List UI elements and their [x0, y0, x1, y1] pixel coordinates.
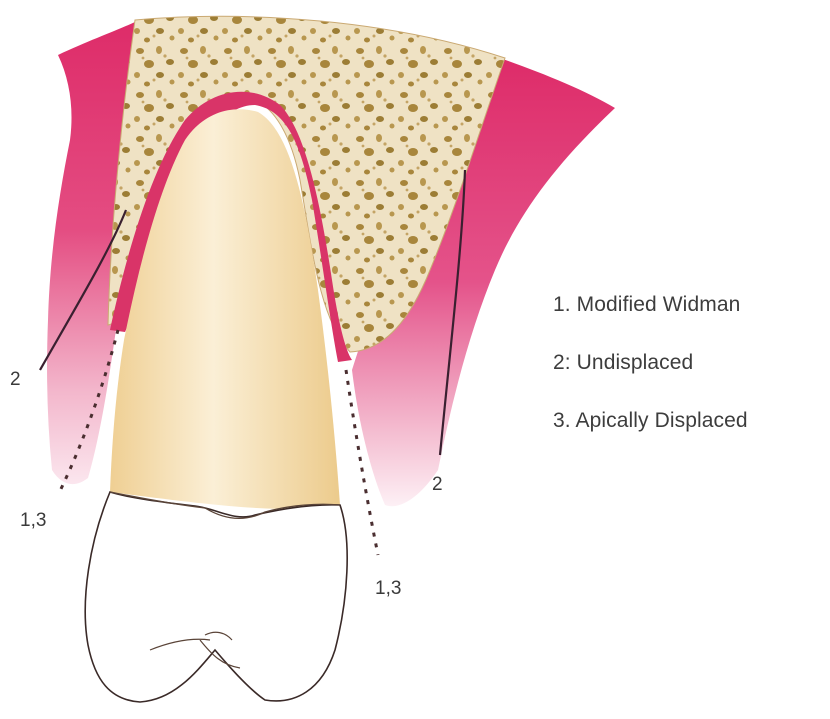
- right-undisplaced-label: 2: [432, 474, 443, 495]
- tooth-crown: [85, 492, 347, 702]
- flap-legend: 1. Modified Widman 2: Undisplaced 3. Api…: [553, 290, 748, 464]
- right-widman-apical-label: 1,3: [375, 578, 401, 599]
- legend-item-apically-displaced: 3. Apically Displaced: [553, 406, 748, 464]
- legend-item-undisplaced: 2: Undisplaced: [553, 348, 748, 406]
- legend-item-modified-widman: 1. Modified Widman: [553, 290, 748, 348]
- left-widman-apical-label: 1,3: [20, 510, 46, 531]
- left-undisplaced-label: 2: [10, 369, 21, 390]
